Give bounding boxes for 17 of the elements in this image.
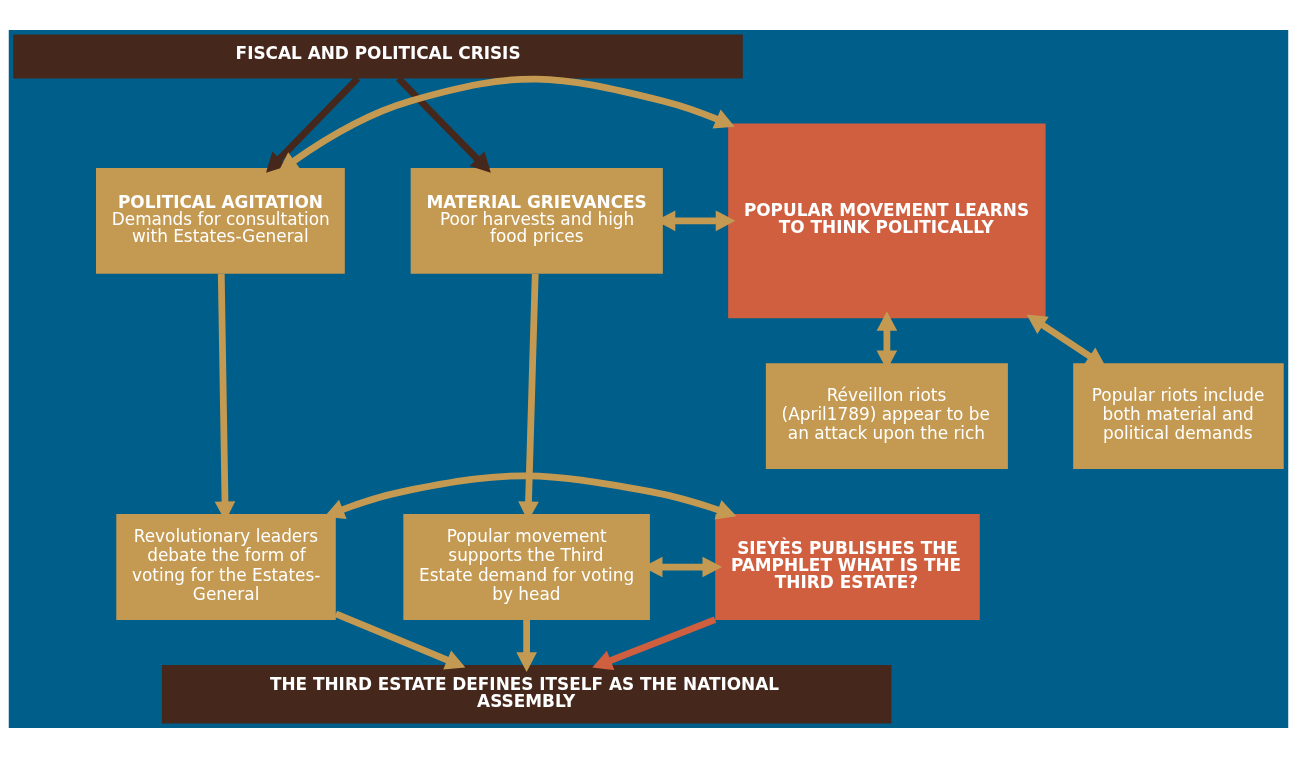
arrow [516, 620, 537, 672]
arrow [334, 610, 466, 670]
node-box: Revolutionary leaders debate the form of voting for the Estates-General [116, 514, 336, 620]
node-box: SIEYÈS PUBLISHES THE PAMPHLET WHAT IS THE THIRD ESTATE? [715, 514, 980, 620]
arrow [324, 472, 737, 520]
arrow [396, 76, 491, 173]
node-box: Réveillon riots (April1789) appear to be an attack upon the rich [765, 363, 1008, 470]
node-box: THE THIRD ESTATE DEFINES ITSELF AS THE NATIONAL ASSEMBLY [161, 664, 892, 724]
node-box: POLITICAL AGITATION Demands for consultation with Estates-General [96, 167, 345, 274]
node-box: FISCAL AND POLITICAL CRISIS [13, 34, 743, 79]
node-box: POPULAR MOVEMENT LEARNS TO THINK POLITICALLY [728, 123, 1046, 319]
arrow [266, 76, 361, 173]
node-box: MATERIAL GRIEVANCES Poor harvests and high food prices [410, 167, 663, 274]
node-box: Popular movement supports the Third Estate demand for voting by head [403, 514, 650, 620]
arrow [592, 616, 717, 670]
arrow [278, 75, 735, 173]
node-box: Popular riots include both material and political demands [1073, 363, 1284, 470]
